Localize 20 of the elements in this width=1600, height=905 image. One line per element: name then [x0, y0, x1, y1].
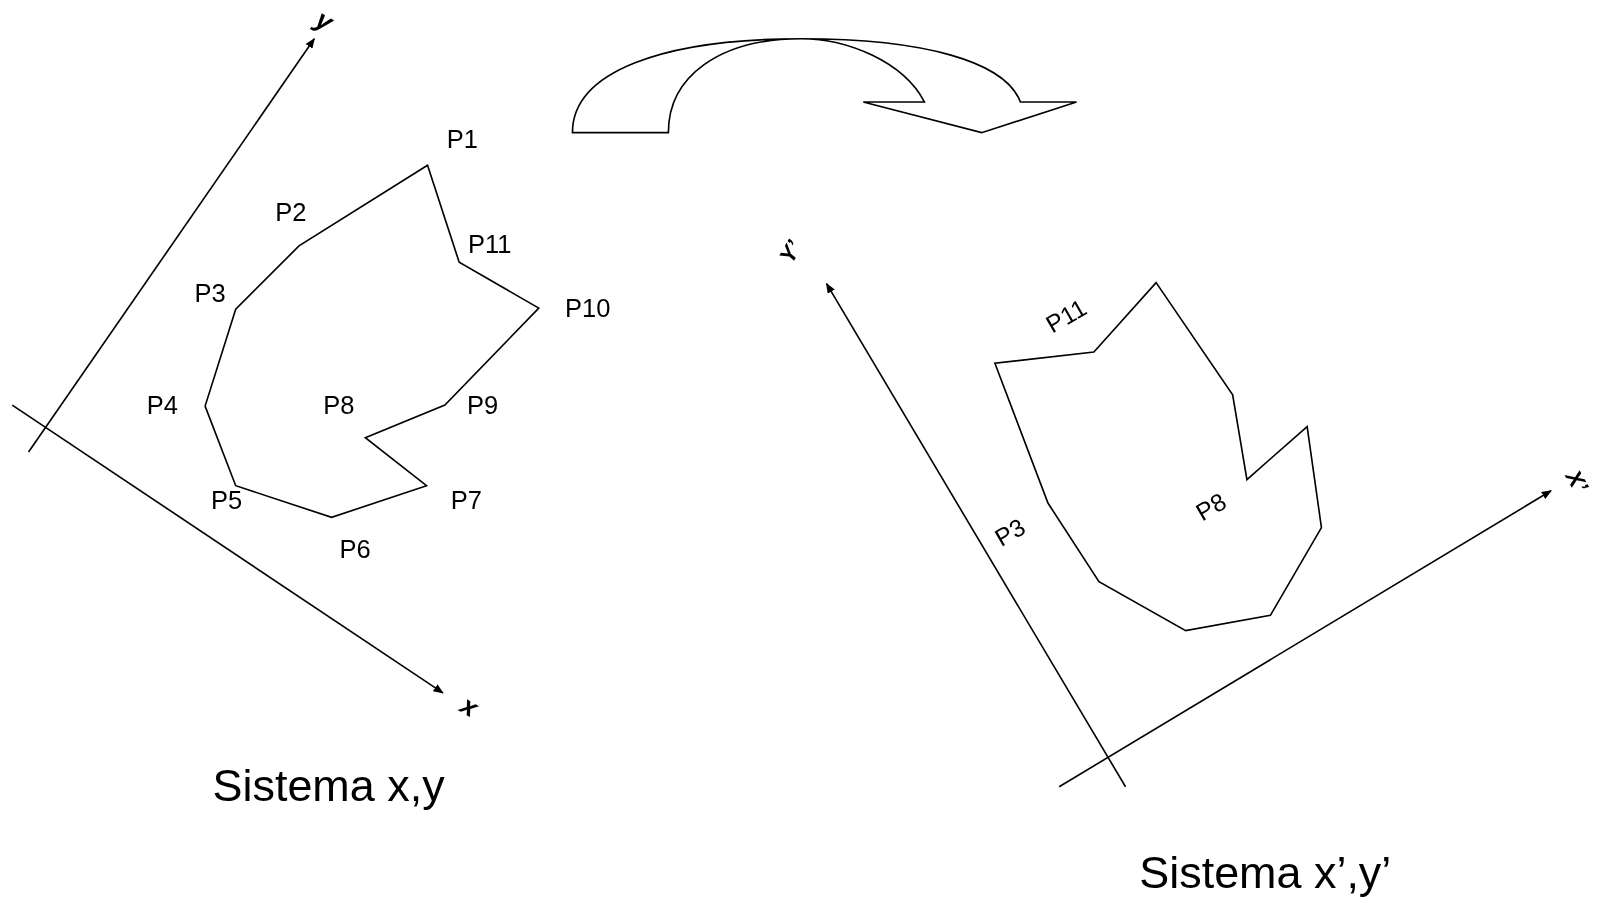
axis-label: X’ [1561, 466, 1592, 497]
point-label: P7 [450, 487, 482, 513]
point-label: P8 [1192, 489, 1231, 526]
axis-label: Y’ [775, 237, 806, 267]
system-caption: Sistema x,y [212, 763, 445, 809]
point-label: P6 [339, 536, 371, 562]
point-label: P11 [468, 231, 512, 257]
point-label: P3 [991, 514, 1030, 551]
point-label: P10 [565, 295, 611, 321]
point-label: P8 [323, 392, 355, 418]
point-label: P2 [275, 199, 307, 225]
point-label: P5 [210, 487, 243, 513]
point-label: P4 [146, 392, 178, 418]
axis-label: x [456, 690, 483, 722]
system-caption: Sistema x’,y’ [1139, 850, 1392, 895]
point-label: P11 [1042, 295, 1091, 338]
point-label: P1 [446, 127, 478, 153]
point-label: P9 [467, 392, 499, 418]
point-label: P3 [194, 280, 226, 306]
axis-label: y [311, 5, 338, 36]
